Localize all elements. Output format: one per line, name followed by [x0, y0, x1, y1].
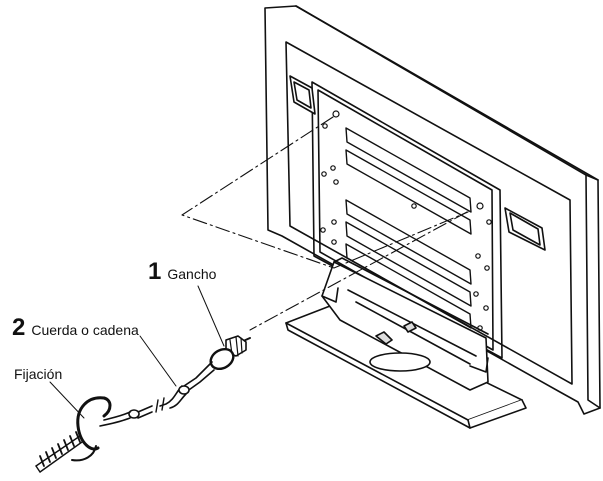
callout-cord-label: Cuerda o cadena [31, 322, 139, 338]
tv-rear-panel [264, 5, 601, 415]
callout-cord-number: 2 [12, 314, 26, 341]
tv-back-panel-rim [311, 81, 503, 359]
callout-hook-label: Gancho [167, 266, 217, 282]
safety-cord [99, 361, 215, 427]
fixing-hook [35, 396, 112, 473]
vent-slots [345, 127, 472, 329]
callout-hook: 1 Gancho [148, 258, 216, 286]
leader-lines [49, 285, 225, 419]
callout-cord: 2 Cuerda o cadena [12, 314, 139, 342]
right-handle-recess [504, 207, 546, 251]
fixing-screw [35, 435, 83, 473]
leader-cord [139, 335, 177, 387]
callout-hook-number: 1 [148, 258, 162, 285]
tv-side-edge [585, 174, 601, 409]
callout-fixing-label: Fijación [14, 366, 63, 382]
guide-lines [181, 116, 469, 331]
tv-inner-bezel [285, 41, 573, 385]
callout-fixing: Fijación [14, 366, 62, 382]
left-handle-recess [289, 75, 316, 115]
tv-back-panel [317, 89, 494, 351]
stand-pivot [369, 352, 431, 372]
tv-stand [285, 257, 527, 429]
leader-fixing [49, 381, 85, 419]
leader-hook [197, 285, 225, 347]
hook-eye-bolt [209, 335, 251, 371]
